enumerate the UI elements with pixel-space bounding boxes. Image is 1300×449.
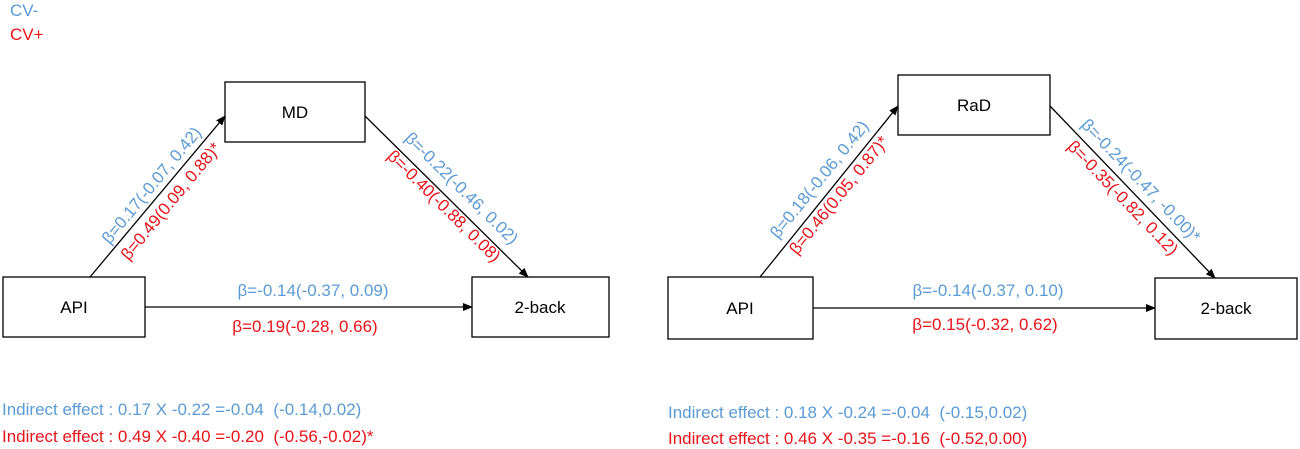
predictor-label: API xyxy=(60,298,87,317)
outcome-box xyxy=(471,276,610,338)
indirect-effect-cv-minus: Indirect effect : 0.17 X -0.22 =-0.04 (-… xyxy=(2,400,361,419)
mediation-panel-rad: RaD API 2-back β=0.18(-0.06, 0.42) β=0.4… xyxy=(667,74,1298,448)
outcome-box xyxy=(1154,277,1298,340)
indirect-effect-cv-plus: Indirect effect : 0.46 X -0.35 =-0.16 (-… xyxy=(668,429,1027,448)
mediator-box xyxy=(897,74,1051,136)
mediation-panel-md: MD API 2-back β=0.17(-0.07, 0.42) β=0.49… xyxy=(2,81,610,446)
c-path-cv-plus: β=0.19(-0.28, 0.66) xyxy=(232,317,377,336)
predictor-label: API xyxy=(726,299,753,318)
mediator-label: RaD xyxy=(957,96,991,115)
b-path-arrow xyxy=(1049,105,1216,279)
a-path-arrow xyxy=(759,105,899,278)
c-path-cv-minus: β=-0.14(-0.37, 0.09) xyxy=(237,281,388,300)
predictor-box xyxy=(667,276,814,340)
predictor-box xyxy=(2,276,146,338)
c-path-cv-plus: β=0.15(-0.32, 0.62) xyxy=(912,315,1057,334)
indirect-effect-cv-minus: Indirect effect : 0.18 X -0.24 =-0.04 (-… xyxy=(668,403,1027,422)
outcome-label: 2-back xyxy=(514,298,566,317)
a-path-arrow xyxy=(89,115,226,278)
mediator-box xyxy=(224,81,366,143)
b-path-arrow xyxy=(364,115,529,278)
mediator-label: MD xyxy=(282,103,308,122)
legend-cv-minus: CV- xyxy=(10,1,38,20)
indirect-effect-cv-plus: Indirect effect : 0.49 X -0.40 =-0.20 (-… xyxy=(2,427,374,446)
legend-cv-plus: CV+ xyxy=(10,25,44,44)
c-path-cv-minus: β=-0.14(-0.37, 0.10) xyxy=(912,281,1063,300)
outcome-label: 2-back xyxy=(1200,299,1252,318)
